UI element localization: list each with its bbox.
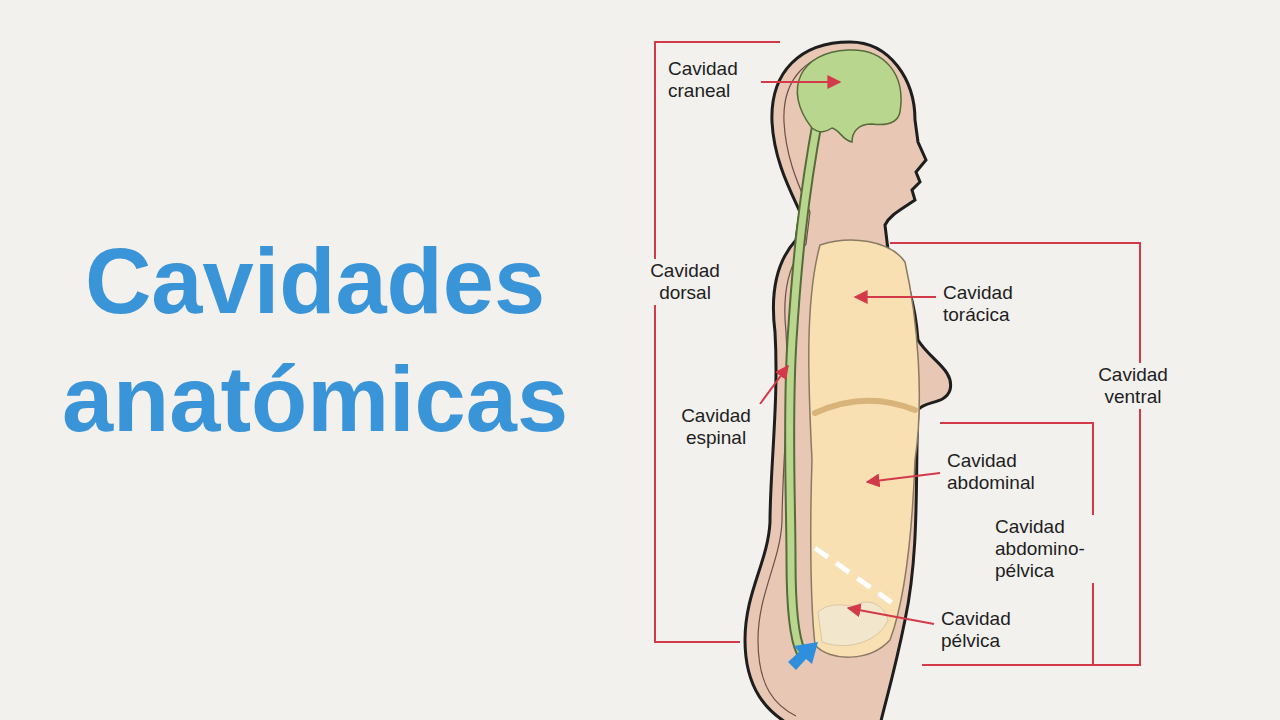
ventral-bracket [890,243,1140,665]
diaphragm [815,401,915,413]
cavity-label: Cavidad dorsal [634,259,736,305]
title: Cavidades anatómicas [15,222,615,458]
cavity-label: Cavidad pélvica [938,607,1044,653]
dorsal-bracket [655,42,780,642]
abdomino-pelvic-divider [815,548,895,605]
leader-arrow [760,366,788,404]
cavity-label: Cavidad abdomino-pélvica [992,515,1108,583]
leader-arrow [867,473,940,482]
cavity-label: Cavidad craneal [665,57,761,103]
blue-pointer [788,642,818,670]
ventral-cavity [809,240,920,657]
cavity-label: Cavidad espinal [665,404,767,450]
cavity-label: Cavidad abdominal [944,449,1075,495]
cavity-label: Cavidad ventral [1080,363,1186,409]
cranial-cavity [797,50,901,142]
leader-arrow [855,296,936,298]
leader-arrow [760,81,840,83]
leader-arrow [848,608,934,624]
cavity-label: Cavidad torácica [940,281,1046,327]
body-outline [745,42,951,720]
